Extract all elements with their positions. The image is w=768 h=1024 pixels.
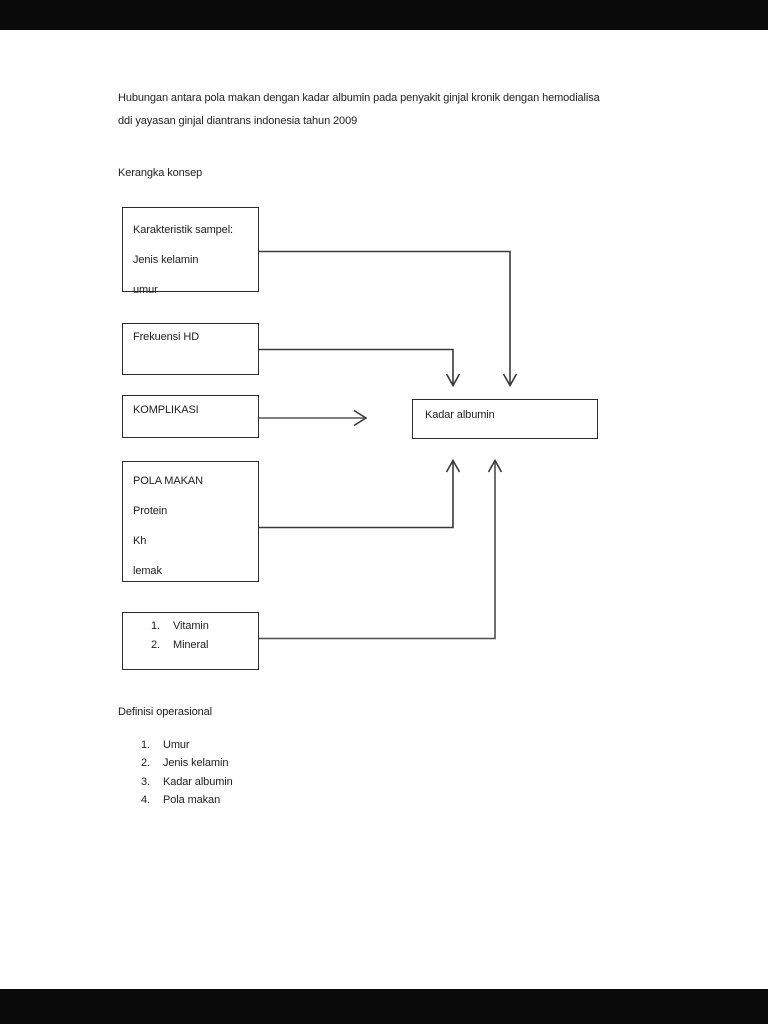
definisi-item-label: Pola makan — [163, 794, 221, 807]
viewer-bottom-letterbox — [0, 989, 768, 1024]
pola-makan-box-lemak: lemak — [133, 565, 162, 577]
karakteristik-box-umur: umur — [133, 284, 158, 296]
karakteristik-sampel-box: Karakteristik sampel: Jenis kelamin umur — [122, 207, 259, 296]
arrowhead-up-right-icon — [487, 458, 503, 473]
pola-makan-box-title: POLA MAKAN — [133, 475, 203, 487]
arrowhead-up-left-icon — [445, 458, 461, 473]
definisi-item-kadar-albumin: 3. Kadar albumin — [141, 773, 233, 791]
definisi-item-pola-makan: 4. Pola makan — [141, 791, 233, 809]
komplikasi-label: KOMPLIKASI — [133, 404, 199, 416]
connector-frekuensi-to-kadar-albumin — [259, 348, 454, 384]
arrowhead-down-right-icon — [502, 373, 518, 388]
document-title: Hubungan antara pola makan dengan kadar … — [118, 87, 678, 133]
document-page: Hubungan antara pola makan dengan kadar … — [0, 30, 768, 989]
definisi-operasional-heading: Definisi operasional — [118, 706, 212, 718]
frekuensi-hd-box: Frekuensi HD — [122, 323, 259, 375]
definisi-item-label: Kadar albumin — [163, 775, 233, 788]
vitamin-item-number: 1. — [151, 620, 160, 632]
viewer-top-letterbox — [0, 0, 768, 30]
pola-makan-box-kh: Kh — [133, 535, 147, 547]
connector-vitamin-mineral-to-kadar-albumin — [259, 462, 496, 640]
komplikasi-box: KOMPLIKASI — [122, 395, 259, 438]
definisi-item-number: 4. — [141, 794, 150, 807]
definisi-item-number: 3. — [141, 775, 150, 788]
definisi-item-jenis-kelamin: 2. Jenis kelamin — [141, 754, 233, 772]
definisi-item-label: Jenis kelamin — [163, 757, 229, 770]
pola-makan-box-protein: Protein — [133, 505, 168, 517]
diagram-connectors — [259, 250, 518, 640]
definisi-item-number: 2. — [141, 757, 150, 770]
vitamin-list-item: 1. Vitamin — [123, 617, 258, 636]
definisi-item-label: Umur — [163, 739, 190, 751]
kerangka-konsep-heading: Kerangka konsep — [118, 167, 203, 179]
vitamin-mineral-box: 1. Vitamin 2. Mineral — [122, 612, 259, 670]
kadar-albumin-label: Kadar albumin — [425, 409, 495, 421]
karakteristik-box-title: Karakteristik sampel: — [133, 224, 233, 236]
mineral-item-label: Mineral — [173, 639, 209, 651]
definisi-item-umur: 1. Umur — [141, 736, 233, 754]
arrowhead-right-icon — [353, 409, 368, 427]
connector-pola-makan-to-kadar-albumin — [259, 462, 454, 529]
kadar-albumin-box: Kadar albumin — [412, 399, 598, 439]
definisi-operasional-list: 1. Umur 2. Jenis kelamin 3. Kadar albumin 4… — [141, 736, 233, 810]
karakteristik-box-jenis-kelamin: Jenis kelamin — [133, 254, 199, 266]
frekuensi-hd-label: Frekuensi HD — [133, 331, 200, 343]
mineral-list-item: 2. Mineral — [123, 636, 258, 655]
document-title-line-2: ddi yayasan ginjal diantrans indonesia t… — [118, 115, 358, 127]
mineral-item-number: 2. — [151, 639, 160, 651]
document-title-line-1: Hubungan antara pola makan dengan kadar … — [118, 92, 600, 104]
arrowhead-down-left-icon — [445, 373, 461, 388]
pola-makan-box: POLA MAKAN Protein Kh lemak — [122, 461, 259, 582]
definisi-item-number: 1. — [141, 739, 150, 751]
vitamin-item-label: Vitamin — [173, 620, 209, 632]
connector-karakteristik-to-kadar-albumin — [259, 250, 511, 384]
